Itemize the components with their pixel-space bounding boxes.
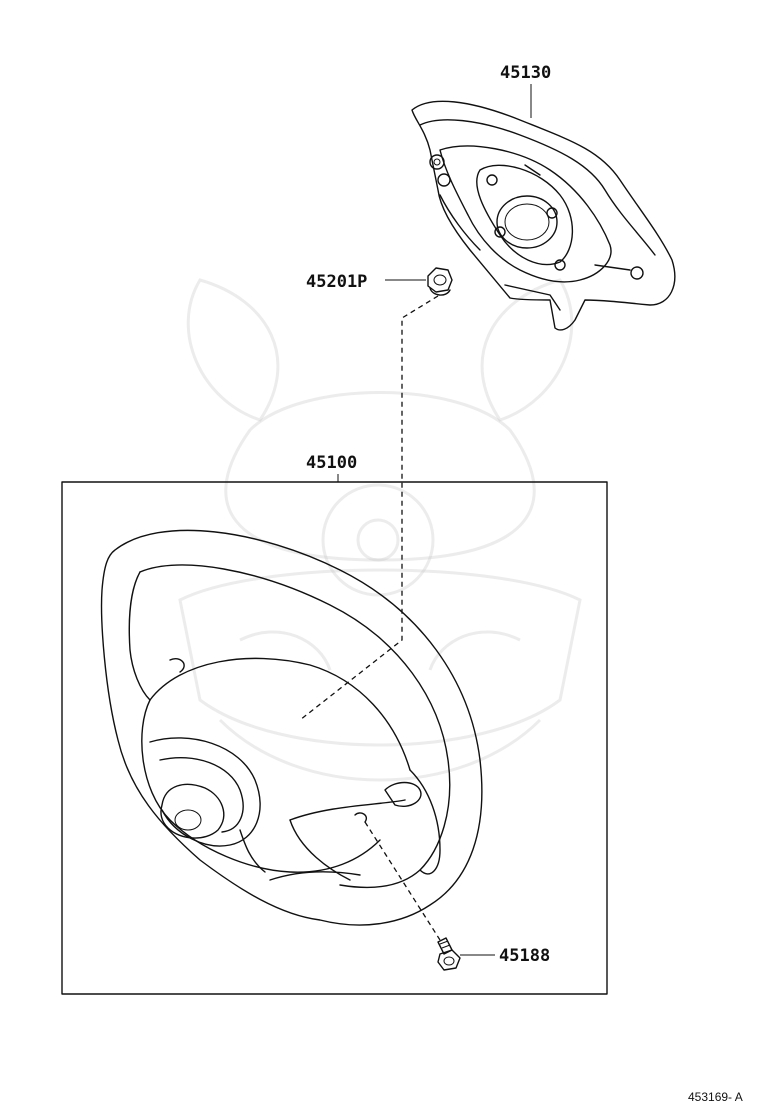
part-label-45188: 45188 — [499, 946, 550, 966]
part-label-45130: 45130 — [500, 63, 551, 83]
steering-wheel-assembly-box — [61, 481, 608, 995]
nut-drawing — [427, 267, 453, 296]
part-label-45201P: 45201P — [306, 272, 367, 292]
nut-to-wheel-dashed-line — [299, 295, 439, 721]
screw-drawing — [437, 937, 461, 971]
figure-id: 453169- A — [688, 1090, 743, 1104]
steering-pad-cover-drawing — [411, 100, 676, 331]
steering-wheel-drawing — [100, 529, 483, 926]
part-label-45100: 45100 — [306, 453, 357, 473]
samurai-helmet-watermark-icon — [178, 278, 582, 782]
